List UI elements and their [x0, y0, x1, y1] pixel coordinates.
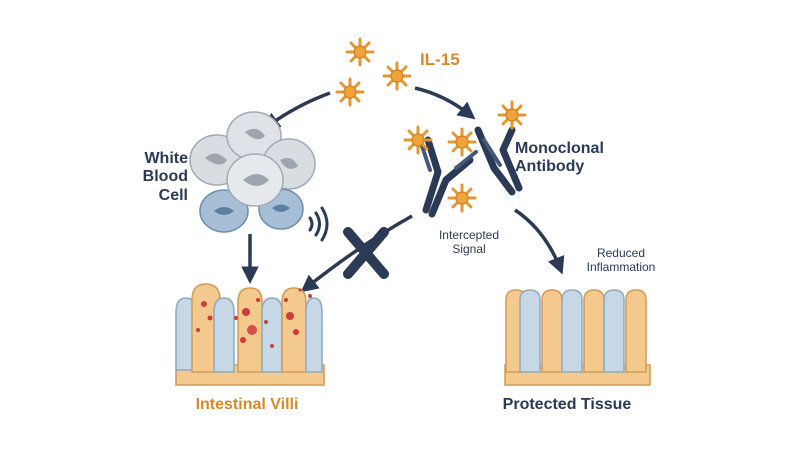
reduced-inflammation-label: Reduced Inflammation	[586, 246, 656, 274]
cytokine-icon	[382, 61, 412, 91]
cytokine-icon	[403, 125, 433, 155]
block-x-icon	[343, 227, 389, 279]
cytokine-icon	[447, 127, 477, 157]
signal-wave-icon	[308, 206, 329, 242]
monoclonal-antibody-label: Monoclonal Antibody	[515, 140, 604, 176]
intercepted-signal-label: Intercepted Signal	[438, 228, 500, 256]
il15-label: IL-15	[420, 50, 460, 69]
villi-healthy	[504, 289, 651, 386]
cytokine-icon	[345, 37, 375, 67]
arrow-to-cells	[262, 91, 331, 131]
cytokine-icon	[335, 77, 365, 107]
white-blood-cell-cluster	[189, 111, 316, 233]
white-blood-cell-label: White Blood Cell	[142, 150, 188, 204]
arrow-to-antibody	[414, 86, 476, 120]
cytokine-icon	[497, 100, 527, 130]
cytokine-icon	[447, 183, 477, 213]
protected-tissue-label: Protected Tissue	[502, 396, 632, 413]
antibody-icon	[420, 138, 502, 172]
villi-inflamed	[175, 283, 325, 386]
intestinal-villi-label: Intestinal Villi	[195, 396, 299, 413]
arrow-to-protected	[514, 208, 565, 275]
